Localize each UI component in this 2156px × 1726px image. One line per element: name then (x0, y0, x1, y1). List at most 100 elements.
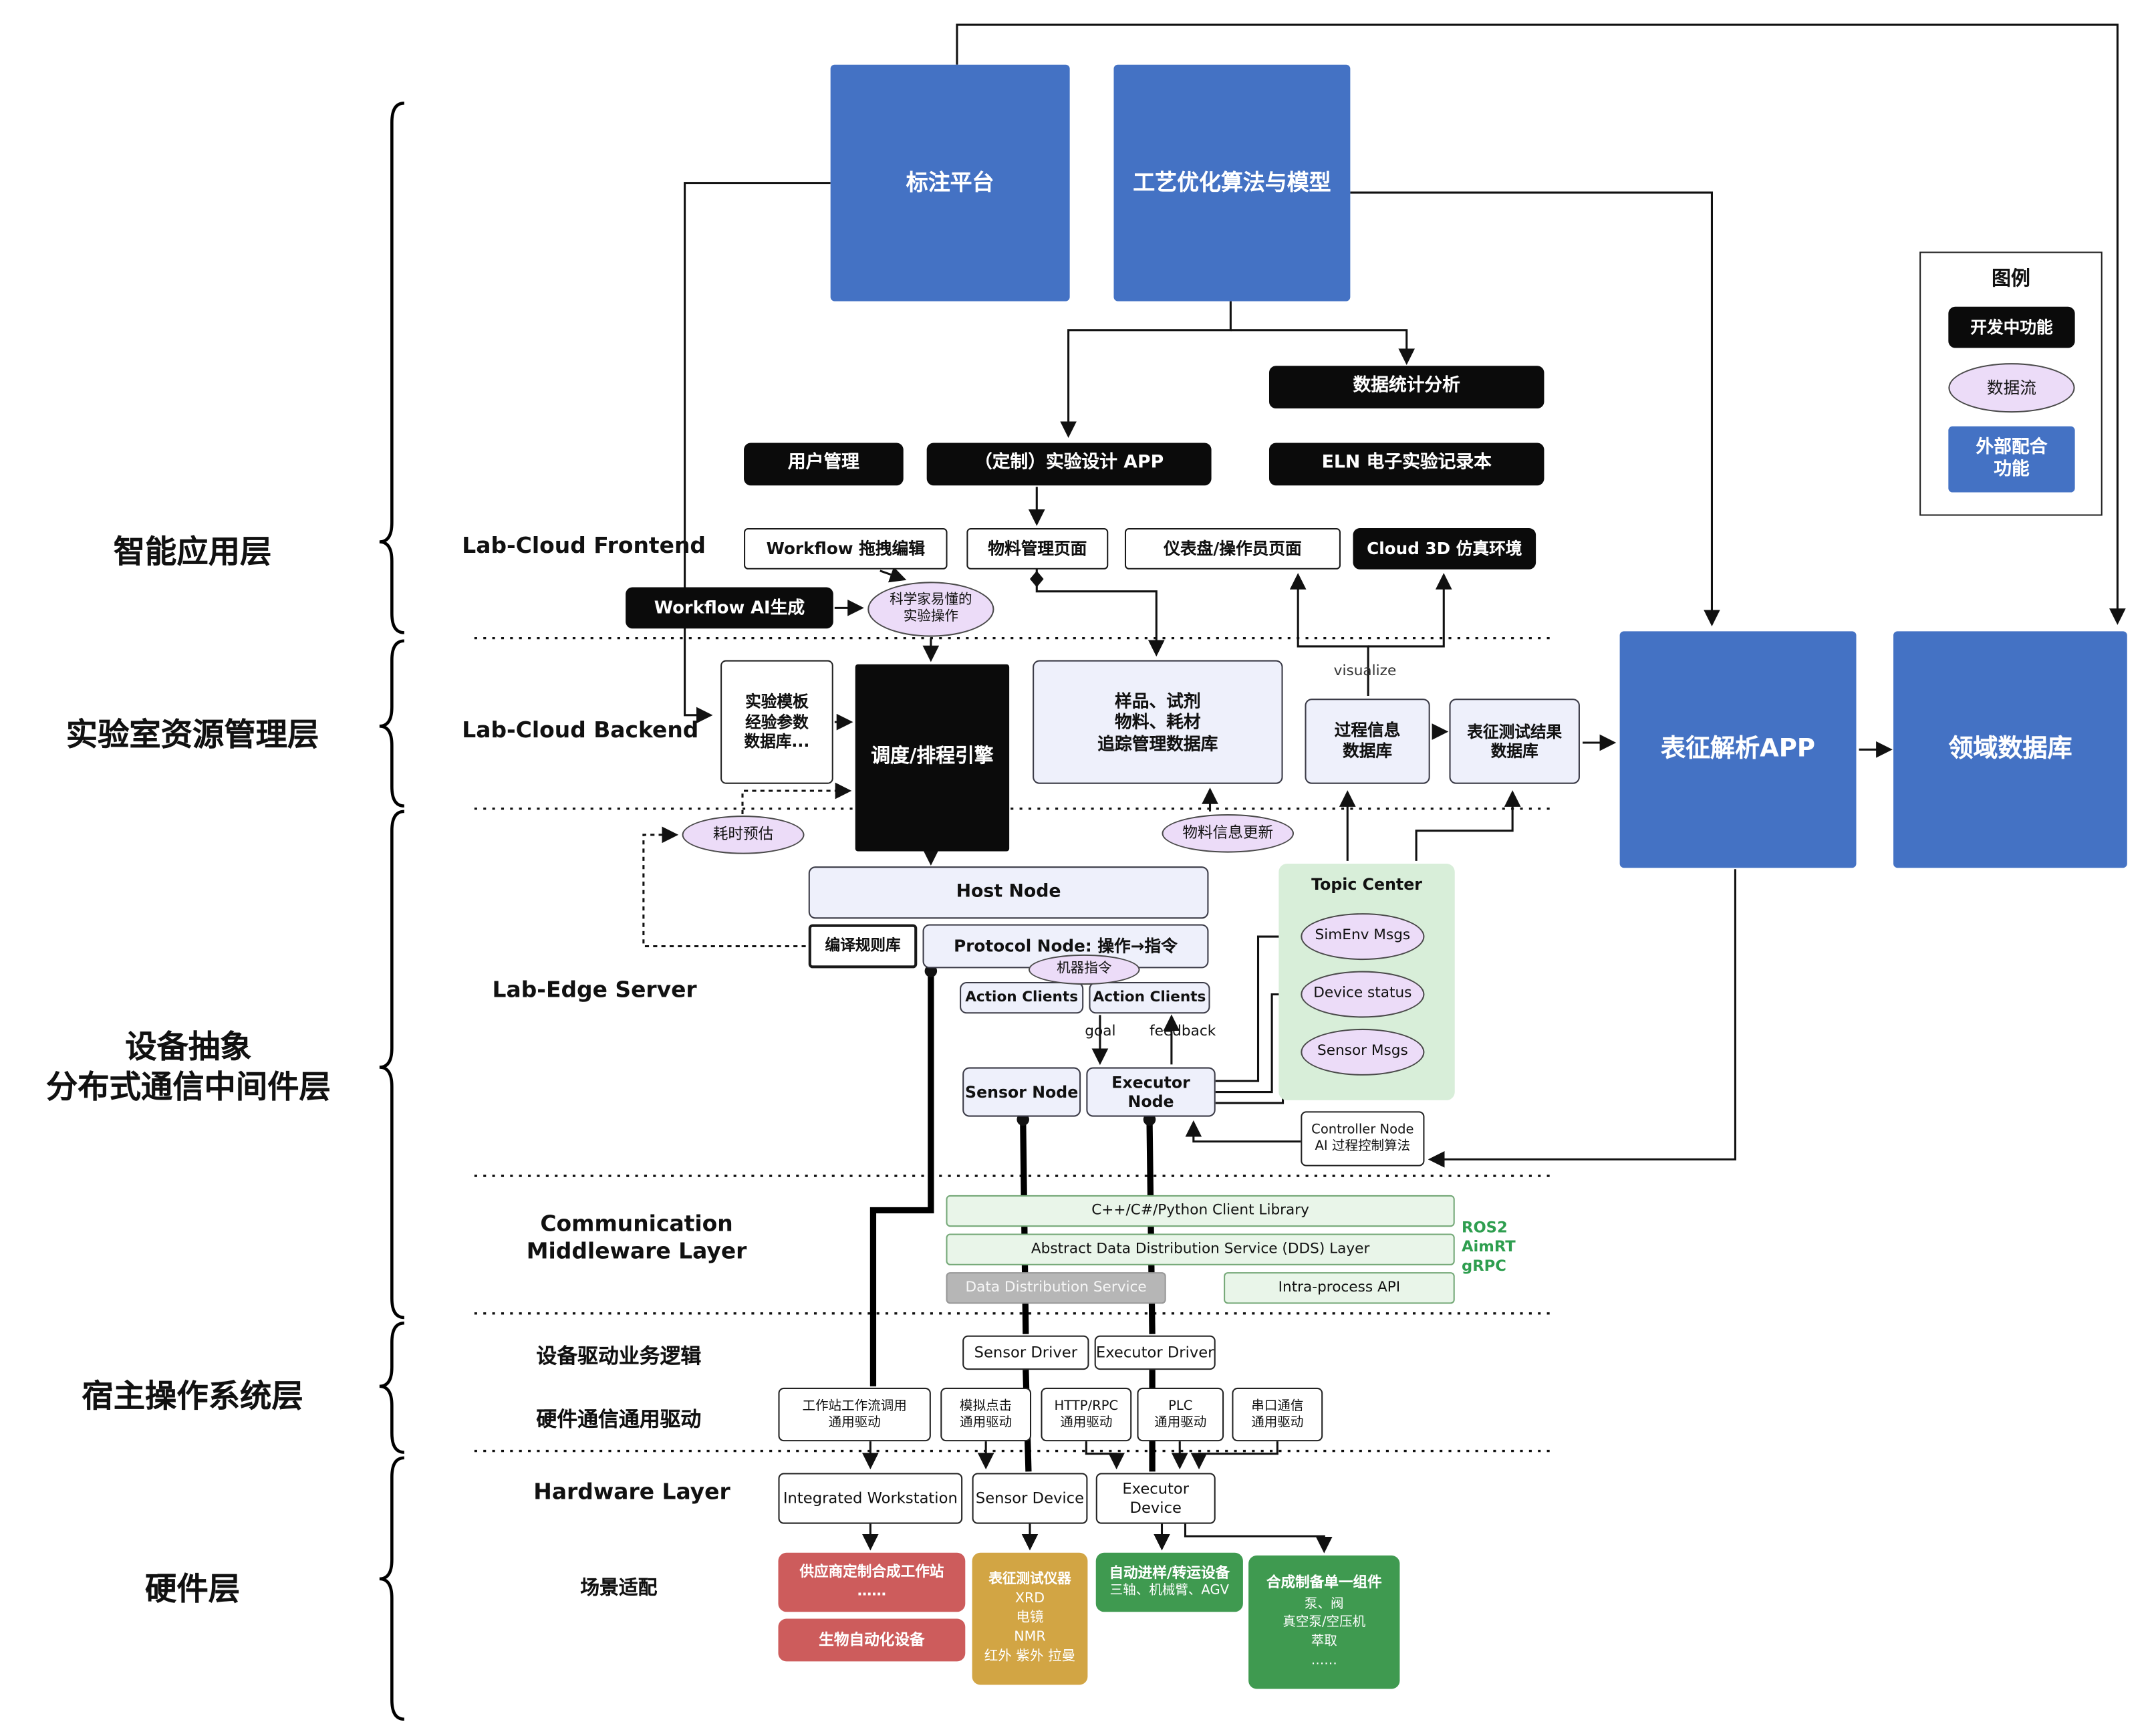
action-clients-right-node: Action Clients (1089, 981, 1210, 1014)
integrated-workstation-node: Integrated Workstation (778, 1473, 963, 1524)
workflow-drag-edit-node: Workflow 拖拽编辑 (744, 528, 948, 570)
simenv-msgs-ellipse: SimEnv Msgs (1301, 913, 1425, 961)
user-management-node: 用户管理 (744, 443, 904, 486)
tracking-db-node: 样品、试剂 物料、耗材 追踪管理数据库 (1033, 660, 1283, 784)
process-optimization-node: 工艺优化算法与模型 (1113, 64, 1351, 301)
intra-process-api-row: Intra-process API (1224, 1272, 1455, 1304)
topic-center-title: Topic Center (1311, 874, 1422, 894)
generic-driver-4-line1: 串口通信 (1251, 1398, 1304, 1414)
generic-driver-1-line2: 通用驱动 (960, 1414, 1013, 1430)
visualize-label: visualize (1333, 662, 1397, 680)
legend-external-line2: 功能 (1994, 459, 2030, 481)
material-update-ellipse: 物料信息更新 (1162, 814, 1295, 853)
hardware-section-label: Hardware Layer (533, 1478, 730, 1505)
char-instruments-spectro: 红外 紫外 拉曼 (984, 1648, 1076, 1665)
generic-driver-0-line2: 通用驱动 (828, 1414, 881, 1430)
material-management-page-node: 物料管理页面 (966, 528, 1109, 570)
generic-driver-click: 模拟点击 通用驱动 (940, 1387, 1032, 1442)
cloud-3d-sim-node: Cloud 3D 仿真环境 (1353, 528, 1536, 570)
controller-node-line1: Controller Node (1311, 1122, 1414, 1138)
characterization-app-node: 表征解析APP (1619, 631, 1857, 868)
synthesis-ellipsis: …… (1311, 1652, 1337, 1669)
ros2-label: ROS2 (1462, 1219, 1508, 1237)
generic-driver-workstation: 工作站工作流调用 通用驱动 (778, 1387, 931, 1442)
device-status-ellipse: Device status (1301, 971, 1425, 1018)
transfer-line1: 自动进样/转运设备 (1109, 1565, 1230, 1582)
domain-db-node: 领域数据库 (1893, 631, 2127, 868)
comm-label-line2: Middleware Layer (526, 1237, 747, 1264)
controller-node: Controller Node AI 过程控制算法 (1301, 1111, 1425, 1166)
host-node: Host Node (808, 866, 1209, 919)
synthesis-extraction: 萃取 (1311, 1634, 1337, 1650)
controller-node-line2: AI 过程控制算法 (1315, 1138, 1411, 1154)
legend-external-line1: 外部配合 (1976, 437, 2048, 458)
dashboard-operator-page-node: 仪表盘/操作员页面 (1124, 528, 1341, 570)
executor-node: Executor Node (1086, 1067, 1216, 1117)
tracking-db-line2: 物料、耗材 (1115, 711, 1201, 732)
arrows (684, 23, 2126, 1554)
time-estimate-ellipse: 耗时预估 (682, 816, 805, 854)
bio-automation-node: 生物自动化设备 (778, 1618, 966, 1662)
process-info-db-node: 过程信息 数据库 (1305, 699, 1430, 784)
frontend-section-label: Lab-Cloud Frontend (462, 532, 706, 559)
process-db-line1: 过程信息 (1334, 721, 1401, 740)
layer-label-host: 宿主操作系统层 (82, 1379, 303, 1416)
template-db-line2: 经验参数 (745, 712, 809, 732)
layer-label-device-line2: 分布式通信中间件层 (45, 1070, 331, 1106)
legend-developing-chip: 开发中功能 (1948, 306, 2075, 348)
legend-external-chip: 外部配合 功能 (1948, 426, 2075, 493)
dds-service-row: Data Distribution Service (946, 1272, 1166, 1304)
vendor-workstation-node: 供应商定制合成工作站 …… (778, 1552, 966, 1612)
generic-driver-0-line1: 工作站工作流调用 (802, 1398, 907, 1414)
scientist-ops-line2: 实验操作 (903, 609, 959, 625)
experiment-design-app-node: （定制）实验设计 APP (926, 443, 1212, 486)
legend-title: 图例 (1992, 268, 2030, 291)
annotation-platform-node: 标注平台 (830, 64, 1070, 301)
generic-driver-http: HTTP/RPC 通用驱动 (1041, 1387, 1132, 1442)
generic-driver-3-line1: PLC (1168, 1398, 1193, 1414)
synthesis-pump-valve: 泵、阀 (1304, 1596, 1344, 1612)
char-instruments-sem: 电镜 (1016, 1610, 1044, 1626)
synthesis-vacuum: 真空泵/空压机 (1283, 1615, 1366, 1630)
client-library-row: C++/C#/Python Client Library (946, 1195, 1455, 1227)
vendor-workstation-line2: …… (857, 1582, 886, 1599)
action-clients-left-node: Action Clients (960, 981, 1084, 1014)
generic-driver-1-line1: 模拟点击 (960, 1398, 1013, 1414)
transfer-line2: 三轴、机械臂、AGV (1109, 1583, 1229, 1598)
grpc-label: gRPC (1462, 1257, 1506, 1275)
transfer-equipment-node: 自动进样/转运设备 三轴、机械臂、AGV (1095, 1552, 1243, 1612)
process-db-line2: 数据库 (1343, 741, 1393, 761)
executor-driver-node: Executor Driver (1094, 1335, 1216, 1370)
template-db-line1: 实验模板 (745, 692, 809, 712)
generic-driver-serial: 串口通信 通用驱动 (1232, 1387, 1323, 1442)
goal-label: goal (1085, 1023, 1116, 1040)
generic-driver-2-line1: HTTP/RPC (1054, 1398, 1119, 1414)
char-instruments-xrd: XRD (1015, 1591, 1045, 1607)
char-instruments-title: 表征测试仪器 (988, 1572, 1071, 1588)
edge-server-section-label: Lab-Edge Server (492, 976, 697, 1003)
backend-section-label: Lab-Cloud Backend (462, 716, 699, 743)
comm-middleware-section-label: Communication Middleware Layer (506, 1202, 767, 1273)
machine-command-ellipse: 机器指令 (1028, 954, 1140, 985)
generic-driver-3-line2: 通用驱动 (1154, 1414, 1207, 1430)
sensor-node: Sensor Node (962, 1067, 1081, 1117)
compile-rules-node: 编译规则库 (808, 924, 918, 969)
tracking-db-line1: 样品、试剂 (1115, 689, 1201, 711)
driver-logic-section-label: 设备驱动业务逻辑 (536, 1344, 702, 1369)
experiment-template-db-node: 实验模板 经验参数 数据库... (720, 660, 833, 784)
dotted-arrows (642, 782, 852, 948)
template-db-line3: 数据库... (744, 731, 810, 751)
hw-driver-section-label: 硬件通信通用驱动 (536, 1406, 702, 1432)
synthesis-title: 合成制备单一组件 (1266, 1575, 1382, 1592)
middleware-stack-list: ROS2 AimRT gRPC (1462, 1211, 1533, 1285)
layer-label-device-line1: 设备抽象 (125, 1030, 252, 1066)
feedback-label: feedback (1149, 1023, 1216, 1040)
characterization-result-db-node: 表征测试结果 数据库 (1449, 699, 1580, 784)
scientist-friendly-ops-ellipse: 科学家易懂的 实验操作 (867, 582, 994, 637)
comm-label-line1: Communication (540, 1210, 733, 1237)
workflow-ai-node: Workflow AI生成 (626, 587, 833, 629)
dds-abstract-row: Abstract Data Distribution Service (DDS)… (946, 1233, 1455, 1265)
data-statistics-node: 数据统计分析 (1268, 366, 1544, 409)
legend-dataflow-chip: 数据流 (1948, 363, 2075, 413)
